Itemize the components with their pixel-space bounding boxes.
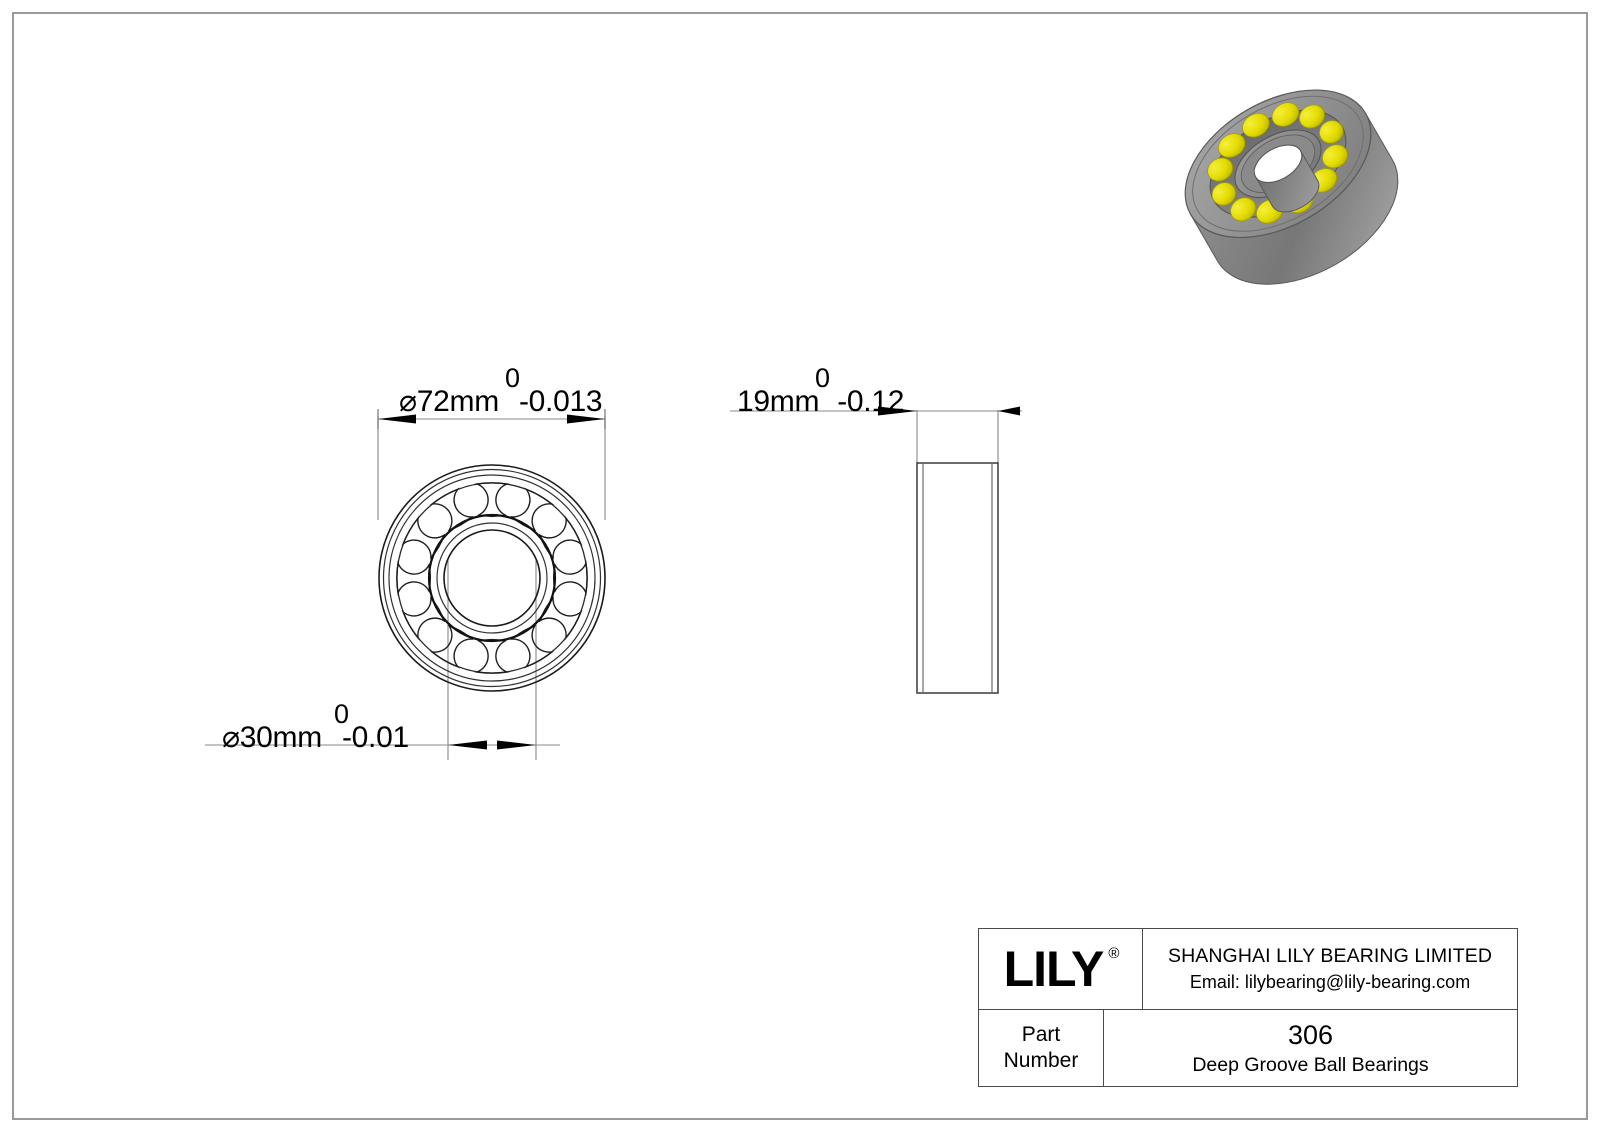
- dim-width-main: 19mm -0.12: [737, 386, 904, 417]
- dim-bore-main: ⌀30mm -0.01: [222, 722, 409, 753]
- logo-cell: LILY ®: [979, 929, 1143, 1009]
- title-block: LILY ® SHANGHAI LILY BEARING LIMITED Ema…: [978, 928, 1518, 1087]
- dim-od-value: 72mm: [416, 385, 499, 418]
- title-block-bottom-row: Part Number 306 Deep Groove Ball Bearing…: [979, 1010, 1517, 1086]
- title-block-top-row: LILY ® SHANGHAI LILY BEARING LIMITED Ema…: [979, 929, 1517, 1010]
- dim-width-tolerance-upper: 0: [815, 363, 831, 393]
- part-label-line1: Part: [1021, 1022, 1061, 1046]
- dim-bore-tolerance-upper: 0: [334, 699, 350, 729]
- part-info-cell: 306 Deep Groove Ball Bearings: [1104, 1010, 1517, 1086]
- part-label-line2: Number: [1003, 1049, 1079, 1072]
- part-number-value: 306: [1287, 1019, 1334, 1050]
- company-email: Email: lilybearing@lily-bearing.com: [1189, 972, 1471, 992]
- dim-od-tolerance-upper: 0: [505, 363, 521, 393]
- logo-text: LILY: [1003, 941, 1105, 997]
- company-cell: SHANGHAI LILY BEARING LIMITED Email: lil…: [1143, 929, 1517, 1009]
- dim-width-tolerance-lower: -0.12: [837, 385, 905, 418]
- diameter-symbol-bore: ⌀: [222, 721, 240, 754]
- part-description: Deep Groove Ball Bearings: [1192, 1053, 1429, 1076]
- dim-width-value: 19mm: [737, 385, 820, 418]
- diameter-symbol-od: ⌀: [399, 385, 417, 418]
- dim-od-tolerance-lower: -0.013: [518, 385, 603, 418]
- dim-bore-value: 30mm: [239, 721, 322, 754]
- dim-od-main: ⌀72mm -0.013: [399, 385, 603, 418]
- dim-bore-tolerance-lower: -0.01: [341, 721, 409, 754]
- registered-trademark-icon: ®: [1108, 945, 1120, 962]
- part-number-label-cell: Part Number: [979, 1010, 1104, 1086]
- brand-logo: LILY ®: [1003, 941, 1120, 997]
- company-name: SHANGHAI LILY BEARING LIMITED: [1167, 945, 1492, 967]
